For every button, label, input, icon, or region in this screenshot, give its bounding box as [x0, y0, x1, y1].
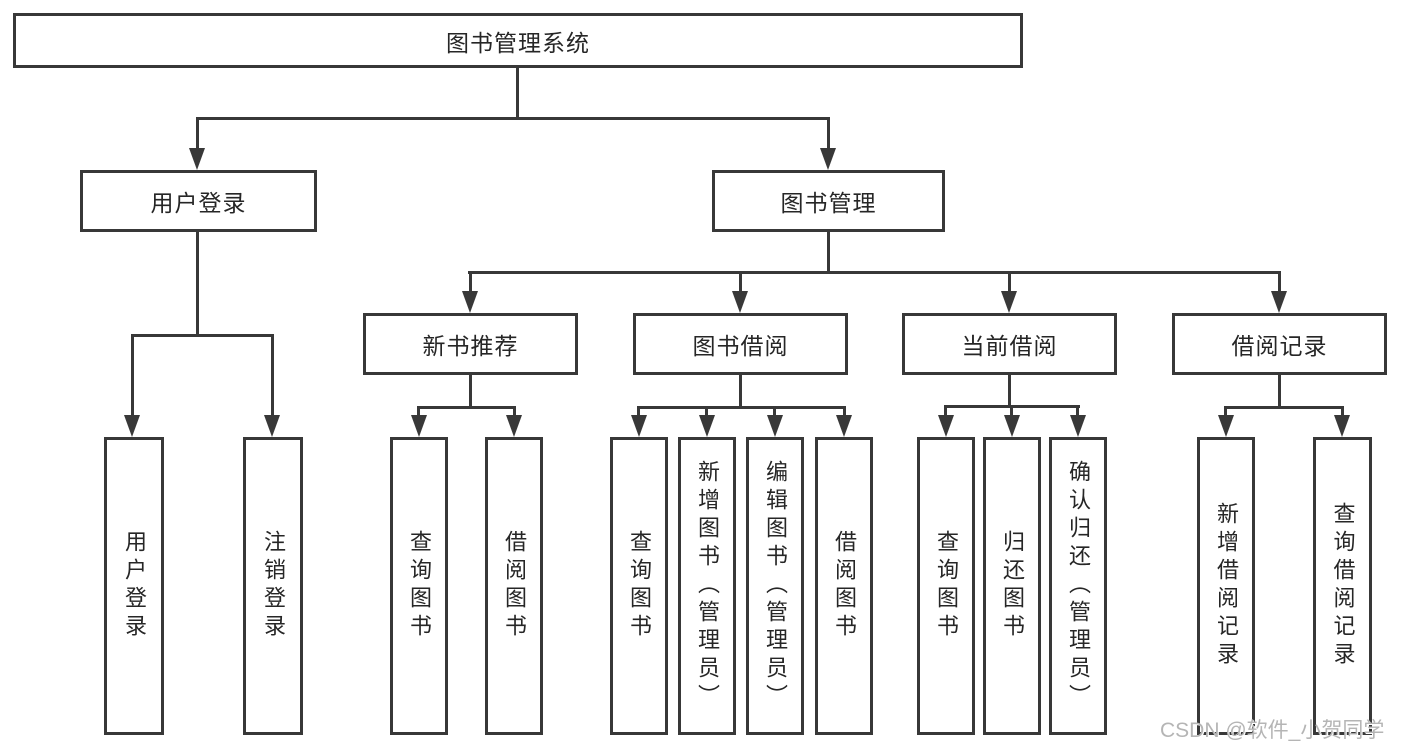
connector-arrowhead	[1334, 415, 1350, 437]
node-book-management: 图书管理	[712, 170, 945, 232]
node-current-borrow: 当前借阅	[902, 313, 1117, 375]
connector-line	[705, 406, 708, 418]
connector-line	[469, 375, 472, 408]
connector-arrowhead	[411, 415, 427, 437]
connector-arrowhead	[820, 148, 836, 170]
node-book-management-label: 图书管理	[780, 190, 877, 216]
connector-line	[513, 406, 516, 418]
connector-arrowhead	[462, 291, 478, 313]
connector-line	[1076, 405, 1079, 418]
connector-line	[516, 68, 519, 118]
connector-arrowhead	[1271, 291, 1287, 313]
leaf-borrow-borrow-books-label: 借阅图书	[832, 530, 857, 642]
connector-line	[1008, 271, 1011, 293]
leaf-current-return-books: 归还图书	[983, 437, 1041, 735]
leaf-records-add-record: 新增借阅记录	[1197, 437, 1255, 735]
connector-arrowhead	[1218, 415, 1234, 437]
leaf-current-query-books: 查询图书	[917, 437, 975, 735]
node-borrow-records-label: 借阅记录	[1231, 333, 1328, 359]
connector-line	[1341, 406, 1344, 418]
connector-line	[131, 334, 274, 337]
csdn-watermark: CSDN @软件_小贺同学	[1160, 719, 1385, 742]
connector-arrowhead	[631, 415, 647, 437]
node-user-login: 用户登录	[80, 170, 317, 232]
connector-line	[827, 232, 830, 273]
node-book-borrow: 图书借阅	[633, 313, 848, 375]
connector-line	[944, 405, 947, 418]
connector-arrowhead	[699, 415, 715, 437]
connector-line	[131, 334, 134, 418]
leaf-borrow-add-books-admin: 新增图书（管理员）	[678, 437, 736, 735]
leaf-borrow-edit-books-admin-label: 编辑图书（管理员）	[763, 460, 788, 712]
connector-arrowhead	[1001, 291, 1017, 313]
node-new-book-recommend-label: 新书推荐	[422, 333, 519, 359]
connector-arrowhead	[506, 415, 522, 437]
connector-arrowhead	[1070, 415, 1086, 437]
leaf-current-return-books-label: 归还图书	[1000, 530, 1025, 642]
leaf-borrow-query-books-label: 查询图书	[627, 530, 652, 642]
connector-line	[773, 406, 776, 418]
node-book-borrow-label: 图书借阅	[692, 333, 789, 359]
node-current-borrow-label: 当前借阅	[961, 333, 1058, 359]
leaf-records-query-record: 查询借阅记录	[1313, 437, 1372, 735]
leaf-user-login: 用户登录	[104, 437, 164, 735]
connector-arrowhead	[938, 415, 954, 437]
leaf-current-query-books-label: 查询图书	[934, 530, 959, 642]
connector-line	[196, 117, 830, 120]
node-new-book-recommend: 新书推荐	[363, 313, 578, 375]
connector-line	[1008, 375, 1011, 407]
node-borrow-records: 借阅记录	[1172, 313, 1387, 375]
connector-line	[843, 406, 846, 418]
leaf-recommend-query-books-label: 查询图书	[407, 530, 432, 642]
leaf-logout-label: 注销登录	[261, 530, 286, 642]
connector-line	[271, 334, 274, 418]
connector-line	[637, 406, 640, 418]
leaf-borrow-add-books-admin-label: 新增图书（管理员）	[695, 460, 720, 712]
node-root-label: 图书管理系统	[446, 29, 590, 56]
connector-line	[637, 406, 846, 409]
connector-line	[739, 375, 742, 408]
connector-line	[1224, 406, 1344, 409]
connector-line	[1278, 271, 1281, 293]
connector-arrowhead	[264, 415, 280, 437]
connector-arrowhead	[189, 148, 205, 170]
leaf-user-login-label: 用户登录	[122, 530, 147, 642]
node-user-login-label: 用户登录	[150, 190, 247, 216]
connector-arrowhead	[1004, 415, 1020, 437]
connector-line	[739, 271, 742, 293]
connector-line	[417, 406, 420, 418]
connector-arrowhead	[732, 291, 748, 313]
connector-arrowhead	[836, 415, 852, 437]
leaf-recommend-borrow-books-label: 借阅图书	[502, 530, 527, 642]
connector-line	[827, 117, 830, 151]
connector-arrowhead	[124, 415, 140, 437]
connector-line	[196, 232, 199, 336]
leaf-current-confirm-return-admin: 确认归还（管理员）	[1049, 437, 1107, 735]
connector-line	[469, 271, 472, 293]
connector-line	[196, 117, 199, 151]
connector-line	[417, 406, 516, 409]
leaf-current-confirm-return-admin-label: 确认归还（管理员）	[1066, 460, 1091, 712]
leaf-records-add-record-label: 新增借阅记录	[1214, 502, 1239, 670]
leaf-logout: 注销登录	[243, 437, 303, 735]
connector-line	[468, 271, 1281, 274]
leaf-recommend-borrow-books: 借阅图书	[485, 437, 543, 735]
connector-arrowhead	[767, 415, 783, 437]
leaf-recommend-query-books: 查询图书	[390, 437, 448, 735]
connector-line	[1010, 405, 1013, 418]
leaf-records-query-record-label: 查询借阅记录	[1330, 502, 1356, 670]
node-root: 图书管理系统	[13, 13, 1023, 68]
connector-line	[1278, 375, 1281, 408]
connector-line	[1224, 406, 1227, 418]
leaf-borrow-edit-books-admin: 编辑图书（管理员）	[746, 437, 804, 735]
leaf-borrow-query-books: 查询图书	[610, 437, 668, 735]
leaf-borrow-borrow-books: 借阅图书	[815, 437, 873, 735]
